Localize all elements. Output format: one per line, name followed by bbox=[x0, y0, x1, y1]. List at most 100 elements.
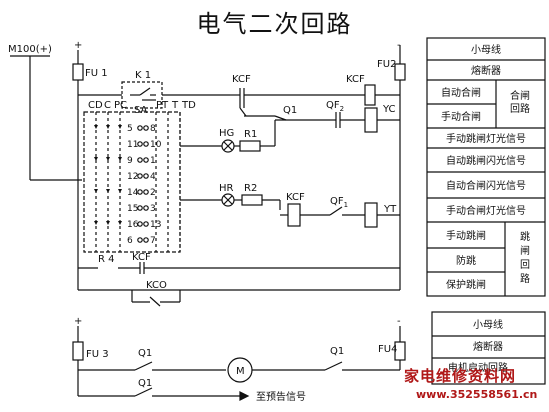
trip-circuit-c1: 跳 bbox=[520, 230, 530, 243]
motor-circuit bbox=[72, 326, 406, 401]
table-top bbox=[426, 37, 546, 297]
switch-contact-right bbox=[143, 221, 149, 227]
switch-contact-right bbox=[143, 205, 149, 211]
label-kcf-3: KCF bbox=[286, 192, 305, 203]
switch-number-right: 13 bbox=[150, 220, 161, 230]
label-td: TD bbox=[181, 100, 196, 111]
t1-auto-close-flash: 自动合闸闪光信号 bbox=[446, 179, 526, 192]
wiring-main bbox=[10, 45, 401, 307]
fuses bbox=[72, 63, 406, 81]
closing-coil-row bbox=[244, 107, 400, 133]
label-r2: R2 bbox=[244, 183, 257, 194]
t1-close-circuit: 合闸回路 bbox=[510, 89, 530, 115]
switch-number-right: 7 bbox=[150, 236, 156, 246]
switch-arrow bbox=[106, 157, 110, 161]
switch-contact-right bbox=[143, 189, 149, 195]
label-minus-bottom: - bbox=[397, 316, 401, 327]
label-plus-top: + bbox=[74, 40, 82, 51]
switch-number-right: 1 bbox=[150, 156, 156, 166]
label-kco: KCO bbox=[146, 280, 167, 291]
watermark-url: www.352558561.cn bbox=[416, 388, 538, 401]
k1-relay-box bbox=[121, 81, 163, 109]
labels: M100(+) + FU 1 K 1 CD C PC SA PT T TD KC… bbox=[8, 40, 401, 403]
switch-arrow bbox=[118, 189, 122, 193]
close-circuit-line1: 合闸 bbox=[510, 89, 530, 102]
switch-arrow bbox=[94, 157, 98, 161]
green-lamp-row bbox=[180, 119, 330, 153]
switch-number-left: 16 bbox=[127, 220, 139, 230]
label-qf2: QF2 bbox=[326, 100, 344, 113]
label-fu3: FU 3 bbox=[86, 349, 109, 360]
switch-contact-right bbox=[143, 125, 149, 131]
switch-contact-left bbox=[137, 237, 143, 243]
label-kcf-1: KCF bbox=[232, 74, 251, 85]
switch-contact-right bbox=[143, 141, 149, 147]
switch-contact-right bbox=[143, 157, 149, 163]
switch-arrow bbox=[118, 125, 122, 129]
trip-circuit-c2: 闸 bbox=[520, 244, 530, 257]
tripping-coil-row bbox=[180, 193, 400, 228]
switch-arrow bbox=[106, 189, 110, 193]
trip-circuit-c4: 路 bbox=[520, 272, 530, 285]
switch-arrow bbox=[94, 221, 98, 225]
label-k1: K 1 bbox=[135, 70, 151, 81]
switch-contact-left bbox=[137, 157, 143, 163]
t1-auto-trip-flash: 自动跳闸闪光信号 bbox=[446, 154, 526, 167]
switch-number-left: 9 bbox=[127, 156, 133, 166]
label-fu4: FU4 bbox=[378, 344, 397, 355]
switch-number-right: 2 bbox=[150, 188, 156, 198]
label-hr: HR bbox=[219, 183, 234, 194]
t1-manual-close-light: 手动合闸灯光信号 bbox=[446, 204, 526, 217]
t1-anti-pump: 防跳 bbox=[456, 254, 476, 267]
label-t: T bbox=[171, 100, 179, 111]
switch-number-right: 10 bbox=[150, 140, 162, 150]
label-cd: CD bbox=[88, 100, 103, 111]
switch-number-left: 5 bbox=[127, 124, 133, 134]
label-kcf-2: KCF bbox=[346, 74, 365, 85]
switch-number-left: 15 bbox=[127, 204, 138, 214]
t1-fuse: 熔断器 bbox=[471, 64, 501, 77]
t1-trip-circuit: 跳闸回路 bbox=[520, 230, 530, 285]
label-q1-top: Q1 bbox=[283, 105, 297, 116]
switch-contact-right bbox=[143, 237, 149, 243]
t2-motor-start: 电机启动回路 bbox=[448, 361, 508, 374]
switch-contact-left bbox=[137, 221, 143, 227]
label-r4: R 4 bbox=[98, 254, 115, 265]
label-minus-top: - bbox=[397, 40, 401, 51]
t1-protect-trip: 保护跳闸 bbox=[446, 278, 486, 291]
t2-fuse: 熔断器 bbox=[473, 340, 503, 353]
switch-number-right: 4 bbox=[150, 172, 156, 182]
watermark: 家电维修资料网 www.352558561.cn bbox=[404, 365, 546, 410]
t1-manual-trip-light: 手动跳闸灯光信号 bbox=[446, 132, 526, 145]
table-bottom-text: 小母线 熔断器 电机启动回路 bbox=[448, 318, 508, 374]
trip-circuit-c3: 回 bbox=[520, 259, 530, 271]
label-hg: HG bbox=[219, 128, 234, 139]
page-title: 电气二次回路 bbox=[196, 10, 353, 38]
label-q1-signal: Q1 bbox=[138, 378, 152, 389]
switch-number-left: 12 bbox=[127, 172, 138, 182]
label-plus-bottom: + bbox=[74, 316, 82, 327]
switch-number-right: 3 bbox=[150, 204, 156, 214]
label-to-signal: 至预告信号 bbox=[256, 390, 306, 403]
label-sa: SA bbox=[134, 105, 148, 116]
switch-contact-left bbox=[137, 173, 143, 179]
switch-arrow bbox=[94, 189, 98, 193]
switch-number-right: 8 bbox=[150, 124, 156, 134]
switch-arrow bbox=[106, 221, 110, 225]
switch-number-left: 6 bbox=[127, 236, 133, 246]
close-circuit-line2: 回路 bbox=[510, 102, 530, 115]
switch-arrow bbox=[118, 157, 122, 161]
label-yc: YC bbox=[382, 104, 396, 115]
label-m100: M100(+) bbox=[8, 44, 52, 55]
t2-bus: 小母线 bbox=[473, 318, 503, 331]
label-fu2: FU2 bbox=[377, 59, 396, 70]
switch-number-left: 14 bbox=[127, 188, 139, 198]
label-c: C bbox=[104, 100, 111, 111]
switch-arrow bbox=[94, 125, 98, 129]
switch-arrow bbox=[106, 125, 110, 129]
label-q1-motor: Q1 bbox=[138, 348, 152, 359]
switch-contact-left bbox=[137, 141, 143, 147]
table-bottom bbox=[431, 311, 546, 385]
